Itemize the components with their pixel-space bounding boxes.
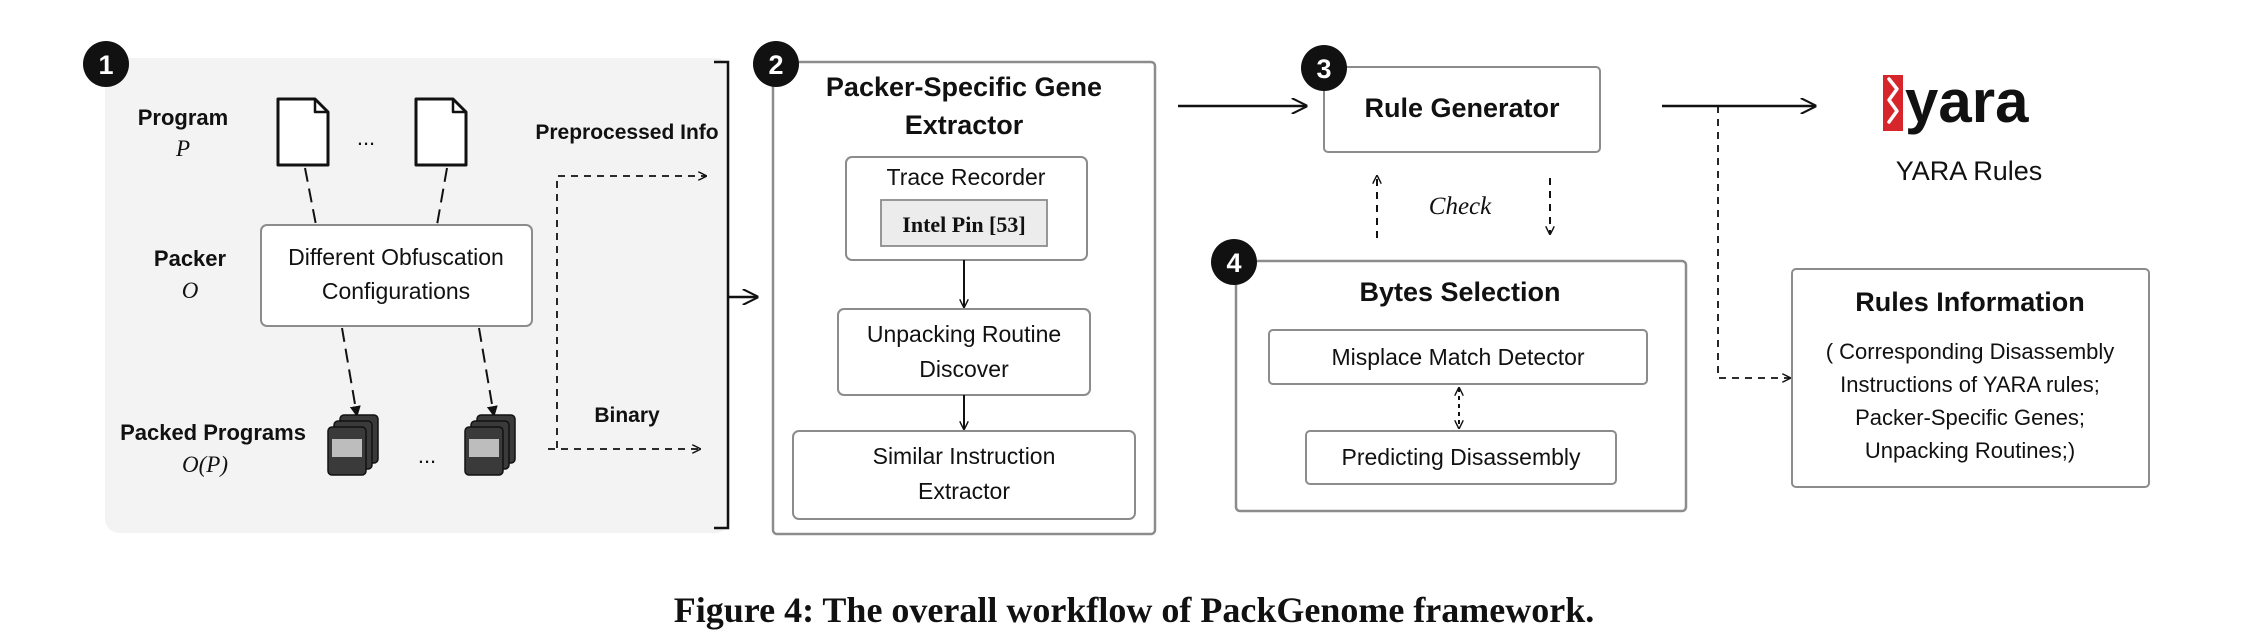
unpacking-routine-line1: Unpacking Routine	[867, 321, 1061, 347]
stage1-badge: 1	[83, 41, 129, 87]
similar-instruction-line2: Extractor	[918, 478, 1010, 504]
rules-information-line: ( Corresponding Disassembly	[1826, 339, 2115, 364]
program-to-packer-connector	[436, 167, 448, 226]
gene-extractor-title-line2: Extractor	[905, 110, 1024, 140]
yara-logo: yara	[1883, 68, 2029, 135]
similar-instruction-box	[792, 430, 1136, 520]
packer-label: Packer	[154, 246, 227, 271]
predicting-disassembly-box	[1305, 430, 1617, 485]
obfuscation-box	[260, 224, 533, 327]
trace-recorder-label: Trace Recorder	[887, 164, 1046, 190]
stage2-badge: 2	[753, 41, 799, 87]
packed-programs-symbol: O(P)	[182, 452, 228, 477]
stage2-number: 2	[768, 50, 783, 80]
stage3-number: 3	[1316, 54, 1331, 84]
stage4-number: 4	[1226, 248, 1241, 278]
packed-programs-label: Packed Programs	[120, 420, 306, 445]
similar-instruction-line1: Similar Instruction	[873, 443, 1056, 469]
yara-rules-label: YARA Rules	[1896, 156, 2043, 186]
rules-information-box	[1791, 268, 2150, 488]
rules-information-line: Packer-Specific Genes;	[1855, 405, 2085, 430]
rules-information-title: Rules Information	[1855, 287, 2085, 317]
stage1-bracket	[714, 60, 730, 530]
packed-program-stack-icon	[327, 414, 379, 476]
figure-caption: Figure 4: The overall workflow of PackGe…	[674, 590, 1595, 630]
packer-to-packed-arrow	[341, 327, 361, 418]
binary-label: Binary	[594, 404, 660, 427]
check-label: Check	[1429, 193, 1492, 220]
stage1-number: 1	[98, 50, 113, 80]
gene-extractor-title-line1: Packer-Specific Gene	[826, 72, 1102, 102]
packer-to-packed-arrow	[478, 327, 498, 418]
rule-generator-box	[1323, 66, 1601, 153]
program-document-icon	[414, 97, 468, 167]
intel-pin-label: Intel Pin [53]	[902, 212, 1025, 237]
stage3-badge: 3	[1301, 45, 1347, 91]
rules-information-line: Instructions of YARA rules;	[1840, 372, 2100, 397]
packed-ellipsis: ...	[418, 443, 436, 468]
intel-pin-box	[880, 199, 1048, 247]
program-to-packer-connector	[304, 167, 317, 226]
obfuscation-line1: Different Obfuscation	[288, 244, 504, 270]
obfuscation-line2: Configurations	[322, 278, 470, 304]
packed-program-stack-icon	[464, 414, 516, 476]
rules-information-line: Unpacking Routines;)	[1865, 438, 2075, 463]
bytes-selection-title: Bytes Selection	[1359, 277, 1560, 307]
misplace-match-label: Misplace Match Detector	[1331, 344, 1584, 370]
rule-generator-title: Rule Generator	[1364, 93, 1560, 123]
generator-to-rules-info-arrow	[1717, 106, 1790, 378]
unpacking-routine-line2: Discover	[919, 356, 1009, 382]
packer-symbol: O	[182, 278, 199, 303]
preprocessed-info-label: Preprocessed Info	[535, 121, 718, 144]
program-document-icon	[276, 97, 330, 167]
program-symbol: P	[175, 136, 190, 161]
misplace-match-box	[1268, 329, 1648, 385]
stage4-badge: 4	[1211, 239, 1257, 285]
programs-ellipsis: ...	[357, 125, 375, 150]
program-label: Program	[138, 105, 228, 130]
yara-logo-text: yara	[1905, 68, 2029, 135]
predicting-disassembly-label: Predicting Disassembly	[1341, 444, 1581, 470]
